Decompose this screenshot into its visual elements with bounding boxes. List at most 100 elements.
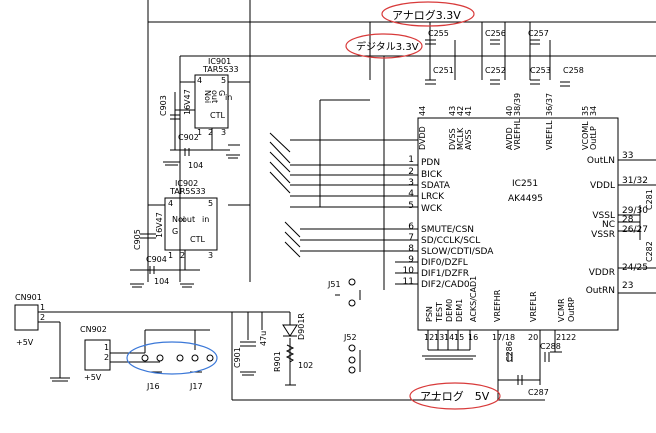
bottom-pin-name: DEM0 xyxy=(445,299,454,322)
top-pin-num: 36/37 xyxy=(545,93,554,116)
ic251-ref: IC251 xyxy=(512,179,538,189)
left-pin-name: WCK xyxy=(421,204,443,214)
c903-label: C903 xyxy=(159,95,168,116)
right-pin-name: VSSR xyxy=(591,230,615,240)
top-pin-num: 44 xyxy=(418,106,427,116)
left-pin-num: 1 xyxy=(408,155,414,165)
bottom-pin-num: 16 xyxy=(468,333,478,342)
c253-label: C253 xyxy=(530,66,551,75)
left-pin-num: 8 xyxy=(408,244,414,254)
cn901-label: CN901 xyxy=(15,293,42,302)
left-pin-num: 4 xyxy=(408,189,414,199)
j17-label: J17 xyxy=(189,382,203,391)
top-pin-name: VCOML xyxy=(581,121,590,150)
ic902-part: TAR5S33 xyxy=(169,187,206,196)
ic902-g: G xyxy=(172,227,178,236)
analog-5-highlight xyxy=(409,382,501,410)
d901r-label: D901R xyxy=(297,313,306,340)
ic902-ctl: CTL xyxy=(190,235,205,244)
right-pin-num: 31/32 xyxy=(622,176,648,186)
ic251-part: AK4495 xyxy=(508,194,543,204)
ic901-pin3: 3 xyxy=(221,128,226,137)
c286-label: C286 xyxy=(505,341,514,362)
ic901-out: out xyxy=(210,90,219,103)
ic902-noi: Noi xyxy=(172,215,185,224)
bottom-pin-name: ACKS/CAD1 xyxy=(469,276,478,322)
c257-label: C257 xyxy=(528,29,549,38)
top-pin-num: 38/39 xyxy=(513,93,522,116)
ic902-pin1: 1 xyxy=(168,251,173,260)
right-pin-name: OutRN xyxy=(586,286,615,296)
bottom-pin-name: VREFLR xyxy=(529,291,538,322)
ic901-pin2: 2 xyxy=(208,128,213,137)
ic902-pin5: 5 xyxy=(208,199,213,208)
c251-label: C251 xyxy=(433,66,454,75)
left-pin-name: BICK xyxy=(421,170,443,180)
analog-5-label: アナログ 5V xyxy=(420,389,490,403)
top-pin-num: 35 xyxy=(581,106,590,116)
right-pin-name: NC xyxy=(602,220,615,230)
jumper-highlight xyxy=(126,341,218,375)
left-pin-num: 7 xyxy=(408,233,414,243)
top-pin-num: 34 xyxy=(589,106,598,116)
ic901-noi: Noi xyxy=(203,90,212,103)
c258-label: C258 xyxy=(563,66,584,75)
c288-label: C288 xyxy=(540,342,561,351)
cn901-plus5v: +5V xyxy=(16,338,34,347)
v16-47-b: 16V47 xyxy=(155,212,164,238)
analog-33-label: アナログ3.3V xyxy=(392,8,461,22)
bottom-pin-num: 21 xyxy=(556,333,566,342)
top-pin-name: DVSS xyxy=(448,128,457,150)
bottom-pin-name: PSN xyxy=(425,306,434,322)
analog-33-highlight xyxy=(381,1,475,27)
top-pin-name: VREFHL xyxy=(513,118,522,150)
ic901-ctl: CTL xyxy=(210,111,225,120)
ic901-g: G xyxy=(217,90,226,96)
r901-label: R901 xyxy=(273,351,282,372)
top-pin-name: OutLP xyxy=(589,126,598,150)
ic901-pin4: 4 xyxy=(197,76,202,85)
right-pin-num: 23 xyxy=(622,281,633,291)
ic902-pin3: 3 xyxy=(208,251,213,260)
left-pin-num: 2 xyxy=(408,167,414,177)
bottom-pin-name: VREFHR xyxy=(493,289,502,322)
bottom-pin-num: 12 xyxy=(424,333,434,342)
c281-label: C281 xyxy=(645,189,654,210)
right-pin-num: 26/27 xyxy=(622,225,648,235)
cn901-pin1: 1 xyxy=(40,303,45,312)
left-pin-name: PDN xyxy=(421,158,440,168)
left-pin-num: 11 xyxy=(403,277,414,287)
j52-label: J52 xyxy=(343,333,357,342)
v16-47-a: 16V47 xyxy=(183,89,192,115)
c282-label: C282 xyxy=(645,241,654,262)
c252-label: C252 xyxy=(485,66,506,75)
top-pin-name: VREFLL xyxy=(545,120,554,150)
ic901-pin1: 1 xyxy=(197,128,202,137)
cn902-pin2: 2 xyxy=(104,353,109,362)
v102: 102 xyxy=(298,361,313,370)
v104-a: 104 xyxy=(188,161,203,170)
right-pin-name: VDDL xyxy=(590,181,615,191)
top-pin-num: 43 xyxy=(448,106,457,116)
digital-33-label: デジタル3.3V xyxy=(356,40,419,53)
left-pin-num: 6 xyxy=(408,222,414,232)
left-pin-name: SDATA xyxy=(421,181,451,191)
c905-label: C905 xyxy=(133,229,142,250)
top-pin-name: DVDD xyxy=(418,126,427,150)
ic901-part: TAR5S33 xyxy=(202,65,239,74)
ic902-in: in xyxy=(202,215,209,224)
left-pin-name: DIF0/DZFL xyxy=(421,258,468,268)
bottom-pin-num: 20 xyxy=(528,333,538,342)
bottom-pin-num: 15 xyxy=(454,333,464,342)
right-pin-name: VDDR xyxy=(589,268,615,278)
ic902-pin4: 4 xyxy=(168,199,173,208)
bottom-pin-name: DEM1 xyxy=(455,299,464,322)
ic902-ref: IC902 xyxy=(175,179,198,188)
ic901-pin5: 5 xyxy=(221,76,226,85)
top-pin-name: MCLK xyxy=(456,127,465,150)
right-pin-num: 28 xyxy=(622,215,634,225)
left-pin-num: 5 xyxy=(408,201,414,211)
top-pin-num: 42 xyxy=(456,106,465,116)
